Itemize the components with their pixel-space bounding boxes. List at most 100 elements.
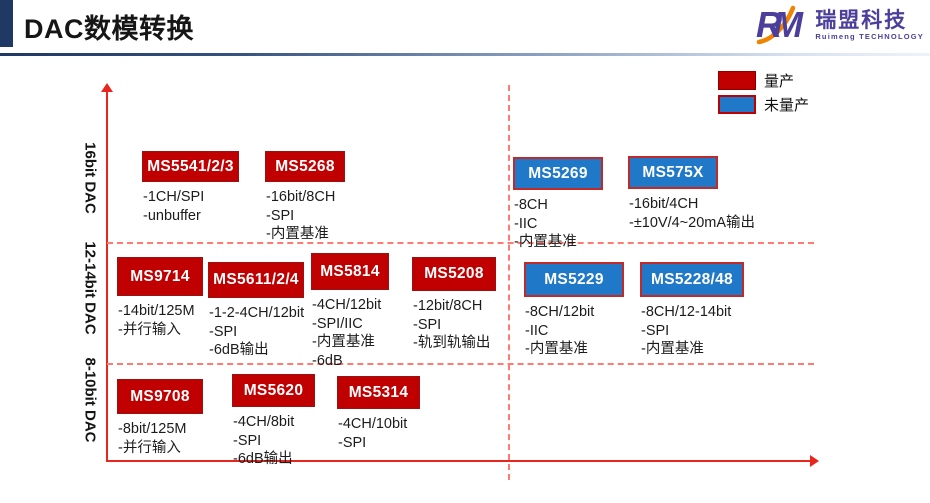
spec-line: -8bit/125M <box>118 421 187 437</box>
y-axis-arrow-icon <box>101 83 113 92</box>
spec-line: -6dB输出 <box>233 451 293 467</box>
product-specs: -12bit/8CH -SPI -轨到轨输出 <box>413 297 496 353</box>
spec-line: -内置基准 <box>266 226 329 242</box>
product-chip: MS5814 <box>311 253 389 290</box>
spec-line: -8CH/12-14bit <box>641 304 732 320</box>
product-specs: -8CH -IIC -内置基准 <box>514 196 603 252</box>
row-divider-dashed-line <box>107 242 814 244</box>
header-divider <box>0 53 930 56</box>
logo-mark-icon: RM <box>756 4 811 45</box>
spec-line: -1CH/SPI <box>143 189 205 205</box>
spec-line: -并行输入 <box>118 439 181 456</box>
product-card-ms5541: MS5541/2/3 -1CH/SPI -unbuffer <box>142 151 239 225</box>
product-card-ms9714: MS9714 -14bit/125M -并行输入 <box>117 257 203 339</box>
product-chip: MS5620 <box>232 374 315 407</box>
row-divider-dashed-line <box>107 363 814 365</box>
spec-line: -4CH/12bit <box>312 297 382 313</box>
legend-swatch-red <box>718 70 756 90</box>
product-specs: -8bit/125M -并行输入 <box>118 420 203 457</box>
product-chip: MS5611/2/4 <box>208 262 304 298</box>
x-axis-line <box>106 460 812 462</box>
legend-item-mass-production: 量产 <box>718 70 809 90</box>
row-label-8-10bit-dac: 8-10bit DAC <box>81 357 99 443</box>
spec-line: -内置基准 <box>312 334 375 350</box>
legend-label: 量产 <box>764 72 795 90</box>
spec-line: -4CH/10bit <box>338 416 408 432</box>
product-chip: MS5268 <box>265 151 345 182</box>
spec-line: -8CH <box>514 197 548 213</box>
x-axis-arrow-icon <box>810 455 819 467</box>
logo-name-en: Ruimeng TECHNOLOGY <box>815 31 924 41</box>
product-card-ms5314: MS5314 -4CH/10bit -SPI <box>337 376 420 452</box>
spec-line: -内置基准 <box>514 234 577 250</box>
logo-name-cn: 瑞盟科技 <box>815 8 908 32</box>
product-specs: -16bit/4CH -±10V/4~20mA输出 <box>629 195 755 232</box>
spec-line: -轨到轨输出 <box>413 335 491 351</box>
product-chip: MS575X <box>628 156 718 189</box>
header-accent-block <box>0 0 13 47</box>
legend-label: 未量产 <box>764 96 810 114</box>
product-card-ms5269: MS5269 -8CH -IIC -内置基准 <box>513 157 603 252</box>
product-chip: MS5269 <box>513 157 603 190</box>
spec-line: -unbuffer <box>143 207 201 224</box>
spec-line: -6dB输出 <box>209 342 269 358</box>
spec-line: -SPI <box>641 322 670 339</box>
column-divider-dashed-line <box>508 85 510 480</box>
spec-line: -6dB <box>312 352 343 369</box>
spec-line: -8CH/12bit <box>525 304 595 320</box>
y-axis-line <box>106 90 108 462</box>
product-chip: MS5229 <box>524 262 624 297</box>
product-specs: -1CH/SPI -unbuffer <box>143 188 239 225</box>
logo-text: 瑞盟科技 Ruimeng TECHNOLOGY <box>815 10 924 41</box>
spec-line: -±10V/4~20mA输出 <box>629 214 756 231</box>
legend-item-pre-production: 未量产 <box>718 94 809 114</box>
product-specs: -8CH/12-14bit -SPI -内置基准 <box>641 303 744 359</box>
product-specs: -16bit/8CH -SPI -内置基准 <box>266 188 345 244</box>
product-card-ms5229: MS5229 -8CH/12bit -IIC -内置基准 <box>524 262 624 359</box>
spec-line: -内置基准 <box>525 341 588 357</box>
spec-line: -SPI <box>338 434 367 451</box>
product-card-ms5228: MS5228/48 -8CH/12-14bit -SPI -内置基准 <box>640 262 744 359</box>
spec-line: -14bit/125M <box>118 303 195 319</box>
spec-line: -4CH/8bit <box>233 414 295 430</box>
product-specs: -1-2-4CH/12bit -SPI -6dB输出 <box>209 304 304 360</box>
spec-line: -IIC <box>525 322 549 339</box>
product-card-ms9708: MS9708 -8bit/125M -并行输入 <box>117 379 203 457</box>
product-card-ms5268: MS5268 -16bit/8CH -SPI -内置基准 <box>265 151 345 244</box>
product-chip: MS5541/2/3 <box>142 151 239 182</box>
product-chip: MS5208 <box>412 257 496 291</box>
row-label-12-14bit-dac: 12-14bit DAC <box>81 241 99 335</box>
product-chip: MS5314 <box>337 376 420 409</box>
page-title: DAC数模转换 <box>24 14 194 44</box>
product-specs: -4CH/12bit -SPI/IIC -内置基准 -6dB <box>312 296 389 370</box>
legend: 量产 未量产 <box>718 70 809 114</box>
svg-text:RM: RM <box>756 4 804 45</box>
spec-line: -SPI <box>233 432 262 449</box>
product-specs: -4CH/8bit -SPI -6dB输出 <box>233 413 315 469</box>
company-logo: RM 瑞盟科技 Ruimeng TECHNOLOGY <box>755 4 924 46</box>
product-card-ms5611: MS5611/2/4 -1-2-4CH/12bit -SPI -6dB输出 <box>208 262 304 360</box>
spec-line: -并行输入 <box>118 321 181 338</box>
row-label-16bit-dac: 16bit DAC <box>81 142 99 214</box>
product-chip: MS9708 <box>117 379 203 414</box>
spec-line: -16bit/8CH <box>266 189 336 205</box>
spec-line: -1-2-4CH/12bit <box>209 305 305 321</box>
legend-swatch-blue <box>718 94 756 114</box>
spec-line: -12bit/8CH <box>413 298 483 314</box>
product-card-ms575x: MS575X -16bit/4CH -±10V/4~20mA输出 <box>628 156 755 232</box>
product-card-ms5620: MS5620 -4CH/8bit -SPI -6dB输出 <box>232 374 315 469</box>
spec-line: -SPI <box>209 323 238 340</box>
product-specs: -8CH/12bit -IIC -内置基准 <box>525 303 624 359</box>
product-chip: MS5228/48 <box>640 262 744 297</box>
spec-line: -SPI/IIC <box>312 315 363 332</box>
product-card-ms5208: MS5208 -12bit/8CH -SPI -轨到轨输出 <box>412 257 496 353</box>
spec-line: -SPI <box>413 316 442 333</box>
spec-line: -16bit/4CH <box>629 196 699 212</box>
spec-line: -SPI <box>266 207 295 224</box>
product-card-ms5814: MS5814 -4CH/12bit -SPI/IIC -内置基准 -6dB <box>311 253 389 370</box>
product-chip: MS9714 <box>117 257 203 296</box>
spec-line: -内置基准 <box>641 341 704 357</box>
product-specs: -14bit/125M -并行输入 <box>118 302 203 339</box>
spec-line: -IIC <box>514 215 538 232</box>
